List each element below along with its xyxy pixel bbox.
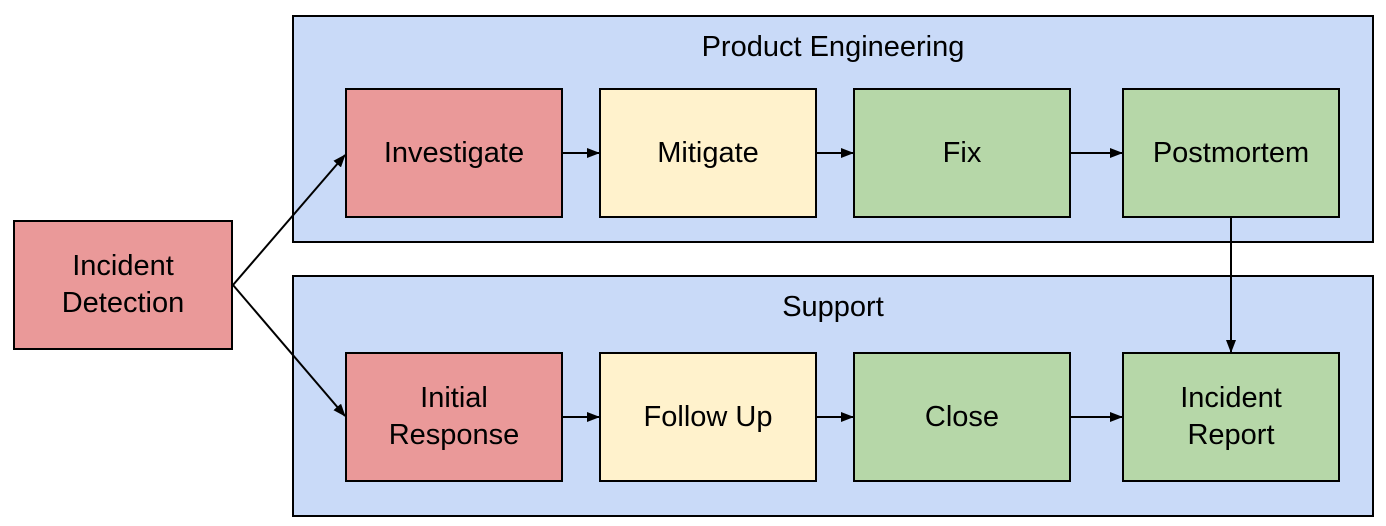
node-postmortem: Postmortem [1122, 88, 1340, 218]
node-close: Close [853, 352, 1071, 482]
node-follow-up: Follow Up [599, 352, 817, 482]
lane-title-support: Support [782, 291, 884, 323]
node-incident-detection: Incident Detection [13, 220, 233, 350]
node-incident-report: Incident Report [1122, 352, 1340, 482]
node-fix: Fix [853, 88, 1071, 218]
node-investigate: Investigate [345, 88, 563, 218]
node-initial-response: Initial Response [345, 352, 563, 482]
lane-title-product-engineering: Product Engineering [701, 31, 965, 63]
node-mitigate: Mitigate [599, 88, 817, 218]
